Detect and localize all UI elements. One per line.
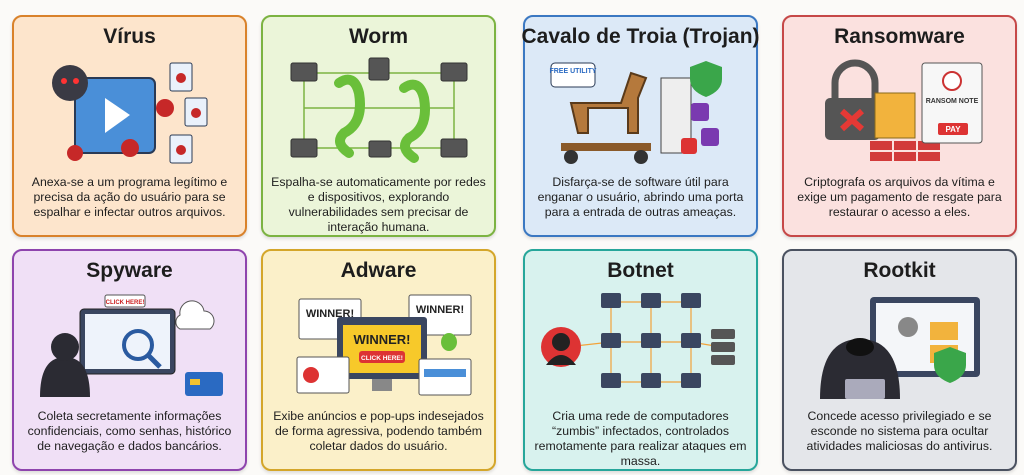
card-description: Concede acesso privilegiado e se esconde…: [806, 409, 993, 453]
pay-button: PAY: [945, 125, 961, 134]
card-description: Criptografa os arquivos da vítima e exig…: [797, 175, 1002, 219]
card-title: Ransomware: [834, 25, 965, 48]
card-spyware: Spyware CLICK HERE! Coleta secretamente …: [12, 249, 247, 471]
card-title: Worm: [348, 25, 409, 48]
card-rootkit: Rootkit Concede acesso privilegiado e se…: [782, 249, 1017, 471]
card-worm: Worm Espalha-se automaticamente por rede…: [261, 15, 496, 237]
winner-main-text: WINNER!: [353, 332, 410, 347]
popup-ads-icon: WINNER! WINNER! WINNER! CLICK HERE!: [296, 294, 471, 396]
click-here-label: CLICK HERE!: [105, 300, 144, 306]
card-ransomware: Ransomware RANSOM NOTE PAY Criptografa o…: [782, 15, 1017, 237]
trojan-horse-icon: FREE UTILITY: [549, 61, 722, 164]
card-description: Anexa-se a um programa legítimo e precis…: [31, 175, 228, 219]
card-title: Adware: [340, 259, 417, 282]
card-virus: Vírus Anexa-se a um programa legítimo e …: [12, 15, 247, 237]
winner-popup-text: WINNER!: [415, 304, 463, 316]
card-title: Cavalo de Troia (Trojan): [521, 25, 760, 48]
hidden-hacker-icon: [819, 297, 980, 399]
ransom-note-title: RANSOM NOTE: [925, 98, 978, 105]
card-trojan: Cavalo de Troia (Trojan) FREE UTILITY Di…: [521, 15, 760, 237]
card-description: Coleta secretamente informações confiden…: [27, 409, 232, 453]
card-description: Disfarça-se de software útil para engana…: [537, 175, 744, 219]
card-description: Exibe anúncios e pop-ups indesejados de …: [273, 409, 484, 453]
click-here-button: CLICK HERE!: [361, 355, 403, 362]
card-title: Botnet: [607, 259, 674, 282]
card-title: Rootkit: [863, 259, 936, 282]
zombie-network-icon: [540, 293, 735, 388]
worm-network-icon: [290, 57, 467, 163]
card-botnet: Botnet Cria uma rede de computadores “zu…: [523, 249, 758, 471]
card-title: Spyware: [86, 259, 173, 282]
card-description: Espalha-se automaticamente por redes e d…: [271, 175, 486, 234]
spy-hacker-icon: CLICK HERE!: [39, 294, 223, 397]
card-title: Vírus: [103, 25, 156, 48]
virus-infected-file-icon: [51, 62, 207, 164]
padlock-ransom-note-icon: RANSOM NOTE PAY: [824, 59, 982, 161]
card-adware: Adware WINNER! WINNER! WINNER! CLICK HER…: [261, 249, 496, 471]
card-description: Cria uma rede de computadores “zumbis” i…: [534, 409, 747, 468]
free-utility-tag: FREE UTILITY: [549, 68, 596, 75]
